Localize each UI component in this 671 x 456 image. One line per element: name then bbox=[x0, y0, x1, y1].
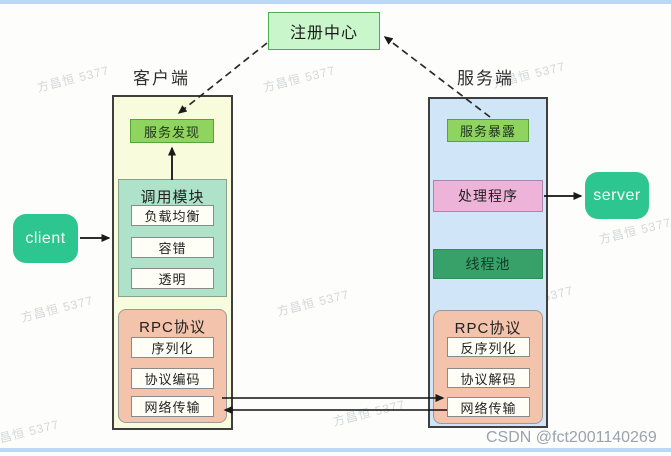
server-rpc-protocol-title: RPC协议 bbox=[454, 320, 522, 337]
load-balancing-box: 负载均衡 bbox=[131, 205, 214, 226]
bottom-divider bbox=[0, 448, 671, 452]
csdn-watermark: CSDN @fct2001140269 bbox=[486, 429, 657, 446]
transparency-box: 透明 bbox=[131, 268, 214, 289]
server-side-title: 服务端 bbox=[457, 69, 514, 88]
watermark: 方昌恒 5377 bbox=[261, 63, 337, 95]
thread-pool-box: 线程池 bbox=[433, 249, 543, 279]
deserialization-box: 反序列化 bbox=[447, 337, 530, 357]
fault-tolerance-box: 容错 bbox=[131, 237, 214, 258]
protocol-encode-box: 协议编码 bbox=[131, 368, 214, 389]
call-module-title: 调用模块 bbox=[140, 189, 205, 206]
service-expose-box: 服务暴露 bbox=[447, 119, 529, 142]
registry-center-box: 注册中心 bbox=[268, 12, 380, 50]
protocol-decode-box: 协议解码 bbox=[447, 368, 530, 388]
service-discovery-box: 服务发现 bbox=[130, 119, 214, 143]
server-node: server bbox=[585, 172, 649, 219]
client-network-transport-box: 网络传输 bbox=[131, 396, 214, 417]
server-network-transport-box: 网络传输 bbox=[447, 397, 530, 417]
top-divider bbox=[0, 0, 671, 4]
client-side-title: 客户端 bbox=[133, 69, 190, 88]
client-node: client bbox=[13, 214, 78, 263]
serialization-box: 序列化 bbox=[131, 337, 214, 358]
watermark: 方昌恒 5377 bbox=[19, 293, 95, 325]
client-rpc-protocol-title: RPC协议 bbox=[139, 319, 206, 336]
watermark: 方昌恒 5377 bbox=[331, 397, 407, 429]
registry-center-label: 注册中心 bbox=[289, 25, 358, 42]
watermark: 方昌恒 5377 bbox=[0, 417, 61, 449]
handler-box: 处理程序 bbox=[433, 180, 543, 212]
watermark: 方昌恒 5377 bbox=[275, 287, 351, 319]
watermark: 方昌恒 5377 bbox=[35, 63, 111, 95]
